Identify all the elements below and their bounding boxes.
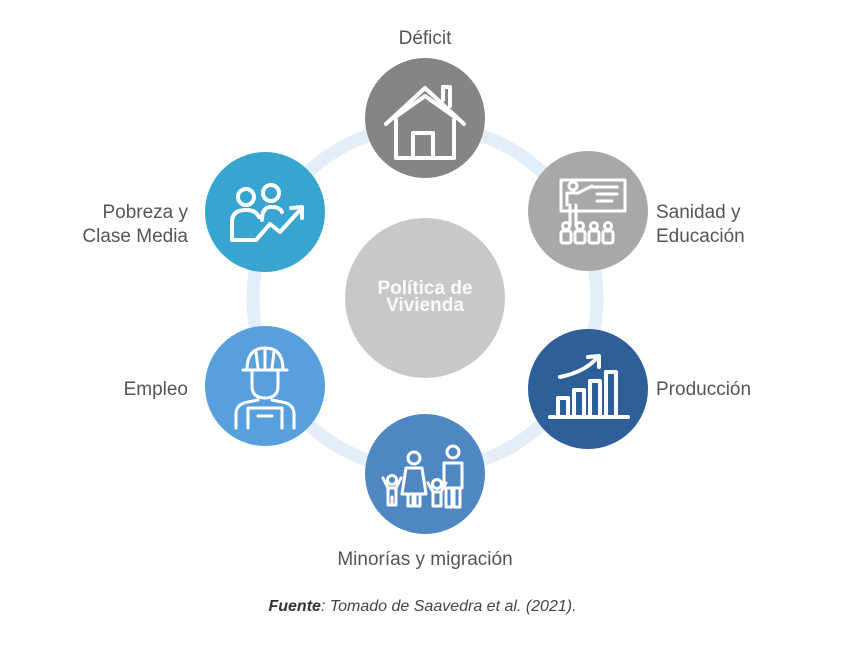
node-deficit (365, 58, 485, 178)
node-empleo (205, 326, 325, 446)
label-minorias: Minorías y migración (337, 549, 513, 570)
label-pobreza: Pobreza y Clase Media (82, 202, 188, 247)
node-produccion (528, 329, 648, 449)
label-sanidad: Sanidad y Educación (656, 202, 745, 247)
label-deficit: Déficit (398, 28, 452, 49)
node-sanidad (528, 151, 648, 271)
teacher-classroom-icon (559, 178, 627, 245)
worker-helmet-icon (234, 346, 296, 430)
house-icon (384, 85, 466, 160)
label-produccion: Producción (656, 379, 752, 400)
label-empleo: Empleo (123, 379, 188, 400)
caption-source-text: : Tomado de Saavedra et al. (2021). (320, 598, 577, 615)
center-circle (345, 218, 505, 378)
caption-source-label: Fuente (268, 598, 321, 615)
people-growth-icon (230, 183, 304, 242)
node-pobreza (205, 152, 325, 272)
family-icon (381, 444, 464, 509)
center-label: Política de Vivienda (377, 278, 473, 316)
figure-caption: Fuente: Tomado de Saavedra et al. (2021)… (0, 598, 845, 616)
growth-bar-chart-icon (548, 354, 630, 419)
node-minorias (365, 414, 485, 534)
